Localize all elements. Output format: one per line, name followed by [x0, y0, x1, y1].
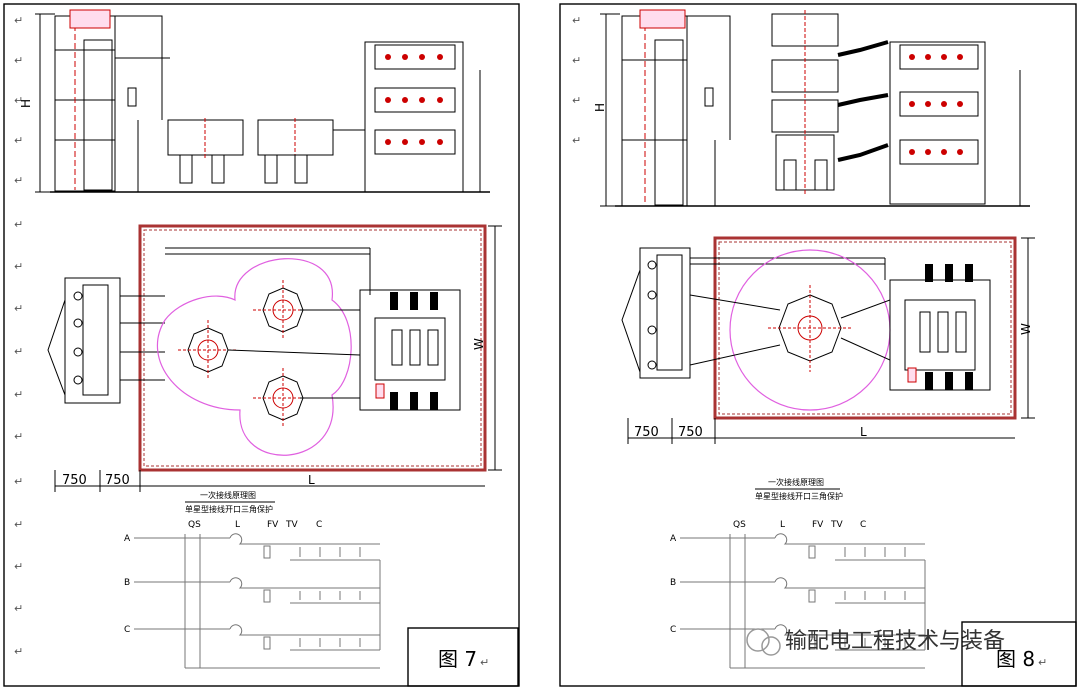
- panel-figure-7: ↵ ↵ ↵ ↵ ↵ ↵ ↵ ↵ ↵ ↵ ↵ ↵ ↵ ↵ ↵ ↵ H: [3, 3, 520, 687]
- panel-figure-8: ↵ ↵ ↵ ↵ H: [559, 3, 1077, 687]
- phase-b: B: [124, 578, 130, 588]
- phase-c-2: C: [670, 625, 676, 635]
- label-c: C: [316, 520, 322, 530]
- svg-text:↵: ↵: [480, 656, 489, 669]
- schematic-title-2: 单星型接线开口三角保护: [185, 504, 273, 514]
- svg-text:↵: ↵: [572, 134, 581, 147]
- schematic-title-1: 一次接线原理图: [200, 490, 256, 500]
- dim-l-label: L: [308, 473, 315, 487]
- dim-750-b: 750: [105, 473, 130, 488]
- dim-l-label-2: L: [860, 425, 867, 439]
- schematic-title-1-2: 一次接线原理图: [768, 477, 824, 487]
- watermark-text: 输配电工程技术与装备: [785, 629, 1005, 654]
- svg-text:↵: ↵: [14, 14, 23, 27]
- elevation-view-2: H: [593, 9, 1030, 207]
- svg-text:↵: ↵: [1038, 656, 1047, 669]
- label-l-2: L: [780, 520, 785, 530]
- svg-text:↵: ↵: [14, 174, 23, 187]
- label-qs: QS: [188, 520, 201, 530]
- label-c-2: C: [860, 520, 866, 530]
- paragraph-marks: ↵ ↵ ↵ ↵ ↵ ↵ ↵ ↵ ↵ ↵ ↵ ↵ ↵ ↵ ↵ ↵: [14, 14, 23, 658]
- svg-text:↵: ↵: [14, 54, 23, 67]
- dim-h-label: H: [19, 99, 33, 108]
- label-tv-2: TV: [830, 520, 843, 530]
- figure-label-box-2: 图 8 ↵: [961, 621, 1077, 687]
- figure-label: 图 7: [438, 647, 477, 671]
- label-fv: FV: [267, 520, 279, 530]
- svg-text:↵: ↵: [14, 345, 23, 358]
- figure-label-box: 图 7 ↵: [407, 627, 519, 687]
- watermark: 输配电工程技术与装备: [746, 628, 1005, 656]
- svg-text:↵: ↵: [14, 430, 23, 443]
- dim-750-a-2: 750: [634, 425, 659, 440]
- plan-view-2: W 750 750 L: [621, 236, 1035, 444]
- svg-text:↵: ↵: [572, 14, 581, 27]
- figure-label-2: 图 8: [996, 647, 1035, 671]
- elevation-view: H: [19, 9, 490, 193]
- dim-750-a: 750: [62, 473, 87, 488]
- svg-text:↵: ↵: [572, 94, 581, 107]
- svg-text:↵: ↵: [14, 94, 23, 107]
- svg-text:↵: ↵: [14, 302, 23, 315]
- phase-c: C: [124, 625, 130, 635]
- svg-text:↵: ↵: [14, 260, 23, 273]
- svg-text:↵: ↵: [14, 134, 23, 147]
- label-qs-2: QS: [733, 520, 746, 530]
- svg-text:↵: ↵: [14, 518, 23, 531]
- dim-750-b-2: 750: [678, 425, 703, 440]
- wiring-schematic: 一次接线原理图 单星型接线开口三角保护 QS L FV TV C A B C: [124, 490, 381, 669]
- label-tv: TV: [285, 520, 298, 530]
- dim-h-label-2: H: [593, 103, 607, 112]
- plan-view: W 750 750 L: [47, 224, 502, 492]
- phase-a-2: A: [670, 534, 677, 544]
- paragraph-marks-2: ↵ ↵ ↵ ↵: [572, 14, 581, 147]
- svg-text:↵: ↵: [14, 602, 23, 615]
- phase-b-2: B: [670, 578, 676, 588]
- label-l: L: [235, 520, 240, 530]
- svg-text:↵: ↵: [14, 475, 23, 488]
- svg-text:↵: ↵: [14, 560, 23, 573]
- svg-text:↵: ↵: [14, 218, 23, 231]
- svg-text:↵: ↵: [14, 645, 23, 658]
- phase-a: A: [124, 534, 131, 544]
- label-fv-2: FV: [812, 520, 824, 530]
- schematic-title-2-2: 单星型接线开口三角保护: [755, 491, 843, 501]
- svg-text:↵: ↵: [14, 388, 23, 401]
- dim-w-label-2: W: [1019, 323, 1033, 335]
- svg-text:↵: ↵: [572, 54, 581, 67]
- dim-w-label: W: [472, 338, 486, 350]
